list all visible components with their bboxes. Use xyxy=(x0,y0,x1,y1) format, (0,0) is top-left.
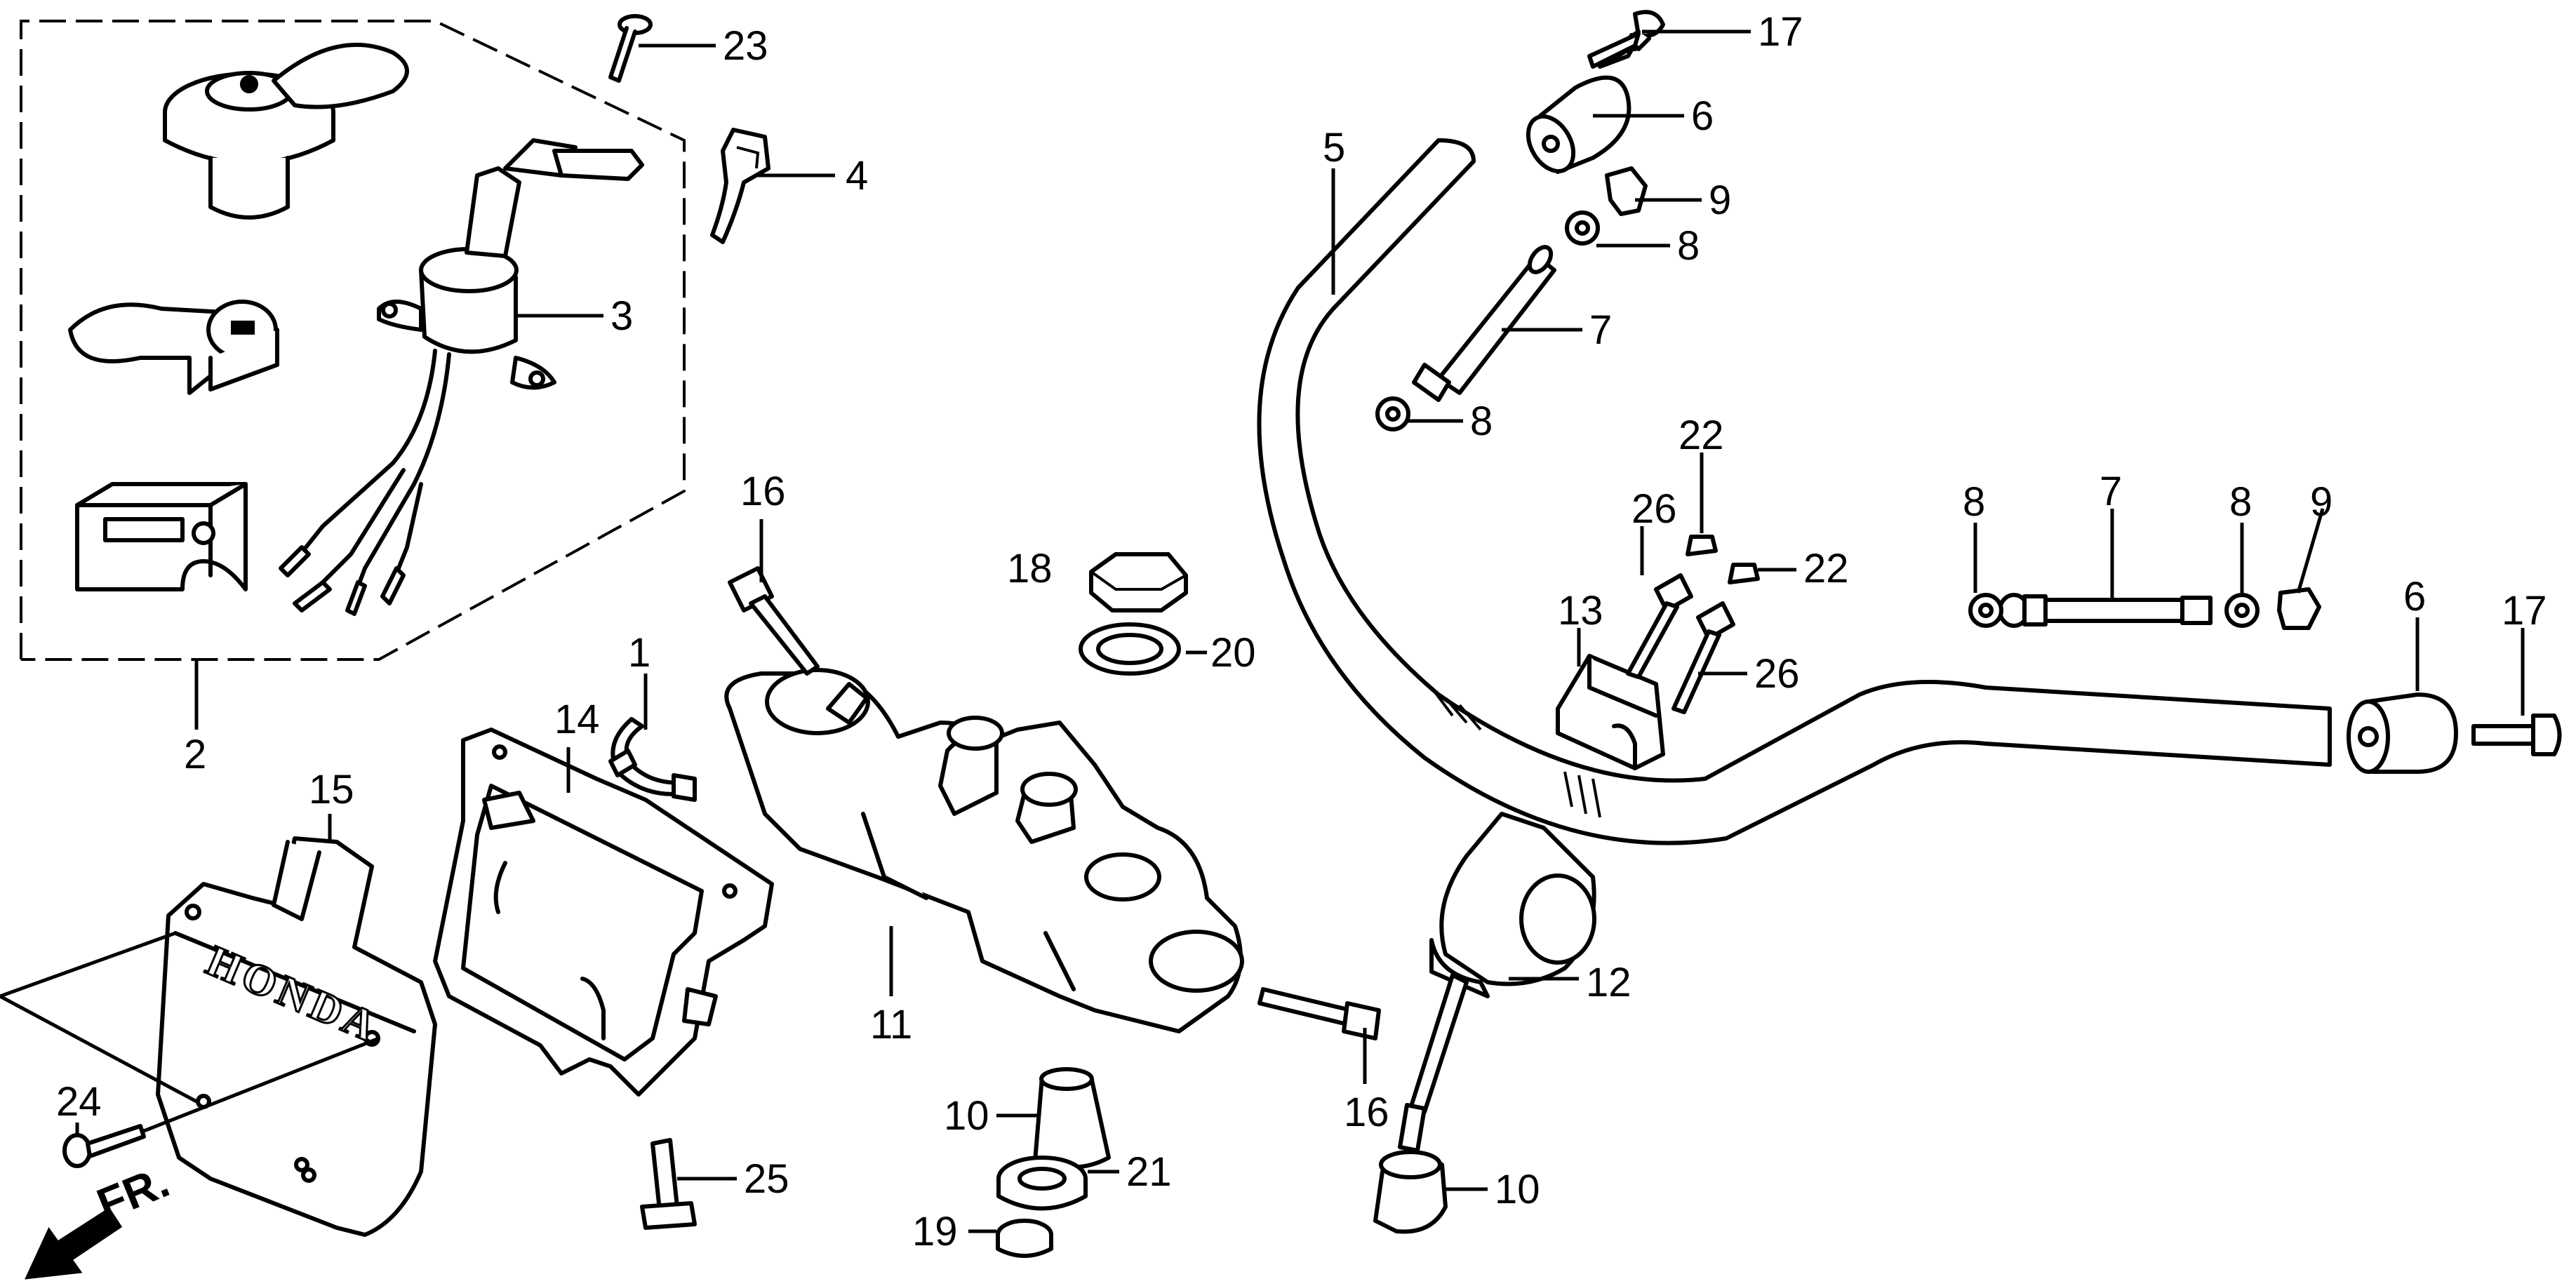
bar-end-weight-upper xyxy=(1526,75,1631,174)
cover-part: HONDA xyxy=(156,836,437,1237)
callout-25: 25 xyxy=(744,1156,789,1202)
ignition-switch-part xyxy=(279,138,644,616)
callout-8-upper: 8 xyxy=(1677,223,1700,269)
callout-4: 4 xyxy=(846,153,868,199)
bolt-16-lower xyxy=(1257,987,1381,1040)
callout-19: 19 xyxy=(912,1209,958,1254)
switch-cover-part xyxy=(75,482,248,591)
callout-17-upper: 17 xyxy=(1758,9,1803,55)
rubber-cushion-10-right xyxy=(1373,1150,1448,1234)
callout-9-upper: 9 xyxy=(1709,178,1731,223)
rubber-cushion-10-left xyxy=(1033,1067,1111,1170)
bolt-17-lower xyxy=(2471,714,2562,756)
callout-16-upper: 16 xyxy=(740,469,786,514)
front-direction-arrow: FR. xyxy=(25,1156,176,1280)
callout-15: 15 xyxy=(309,767,354,812)
callout-21: 21 xyxy=(1126,1149,1172,1195)
handlebar-stem-part xyxy=(1398,812,1596,1153)
callout-26-lower: 26 xyxy=(1754,651,1800,697)
screw-23-part xyxy=(608,14,653,83)
bolt-17-upper xyxy=(1587,10,1665,69)
callout-5: 5 xyxy=(1323,125,1345,170)
bolt-16-upper xyxy=(728,566,820,676)
callout-16-lower: 16 xyxy=(1344,1090,1389,1135)
callout-9-lower: 9 xyxy=(2310,479,2333,525)
cap-22-lower xyxy=(1728,563,1760,584)
callout-7-upper: 7 xyxy=(1589,307,1612,353)
callout-18: 18 xyxy=(1007,546,1053,591)
callout-11: 11 xyxy=(870,1002,912,1047)
nut-19-part xyxy=(996,1219,1053,1258)
callout-26-upper: 26 xyxy=(1631,486,1677,532)
washer-part xyxy=(1079,622,1181,676)
weight-shaft-upper xyxy=(1375,166,1648,431)
callout-17-lower: 17 xyxy=(2502,588,2547,634)
callout-12: 12 xyxy=(1586,960,1631,1005)
bar-end-weight-lower xyxy=(2347,692,2458,774)
callout-22-lower: 22 xyxy=(1803,546,1849,591)
callout-2: 2 xyxy=(184,732,206,777)
handlebar-holder-part xyxy=(1556,654,1665,770)
handlebar-part xyxy=(1257,138,2332,845)
callout-10-right: 10 xyxy=(1495,1167,1540,1212)
wire-box-part xyxy=(433,728,774,1097)
callout-14: 14 xyxy=(554,697,600,742)
clamp-part xyxy=(608,717,697,802)
callout-numbers: 1 2 3 4 5 6 6 7 7 8 8 8 8 9 9 10 10 11 1… xyxy=(56,9,2547,1254)
callout-13: 13 xyxy=(1558,588,1603,634)
weight-shaft-lower xyxy=(1968,587,2321,630)
callout-8-lower-left: 8 xyxy=(1963,479,1985,525)
callout-7-lower: 7 xyxy=(2100,469,2122,514)
cap-nut-part xyxy=(1089,552,1188,612)
bolt-26-right xyxy=(1671,601,1735,714)
collar-21-part xyxy=(996,1156,1088,1211)
bolt-25-part xyxy=(640,1138,697,1230)
callout-23: 23 xyxy=(723,23,768,69)
callout-24: 24 xyxy=(56,1079,102,1125)
top-bridge-part xyxy=(724,668,1244,1033)
callout-6-lower: 6 xyxy=(2403,574,2426,619)
callout-8-middle: 8 xyxy=(1470,398,1493,444)
ignition-switch-set-group xyxy=(20,20,686,661)
cap-22-upper xyxy=(1686,535,1718,556)
key-part xyxy=(710,128,770,244)
callout-3: 3 xyxy=(610,293,633,339)
callout-leaders xyxy=(75,29,2525,1233)
lock-bracket-part xyxy=(68,300,279,395)
lock-cylinder-part xyxy=(163,42,409,220)
callout-1: 1 xyxy=(628,630,650,676)
cover-leader-lines xyxy=(0,931,198,1104)
screw-24-part xyxy=(62,1036,380,1168)
callout-20: 20 xyxy=(1210,630,1256,676)
callout-10-left: 10 xyxy=(944,1093,989,1139)
callout-22-upper: 22 xyxy=(1679,413,1724,458)
callout-6-upper: 6 xyxy=(1691,93,1714,139)
callout-8-lower-right: 8 xyxy=(2229,479,2252,525)
bolt-26-left xyxy=(1626,573,1693,679)
